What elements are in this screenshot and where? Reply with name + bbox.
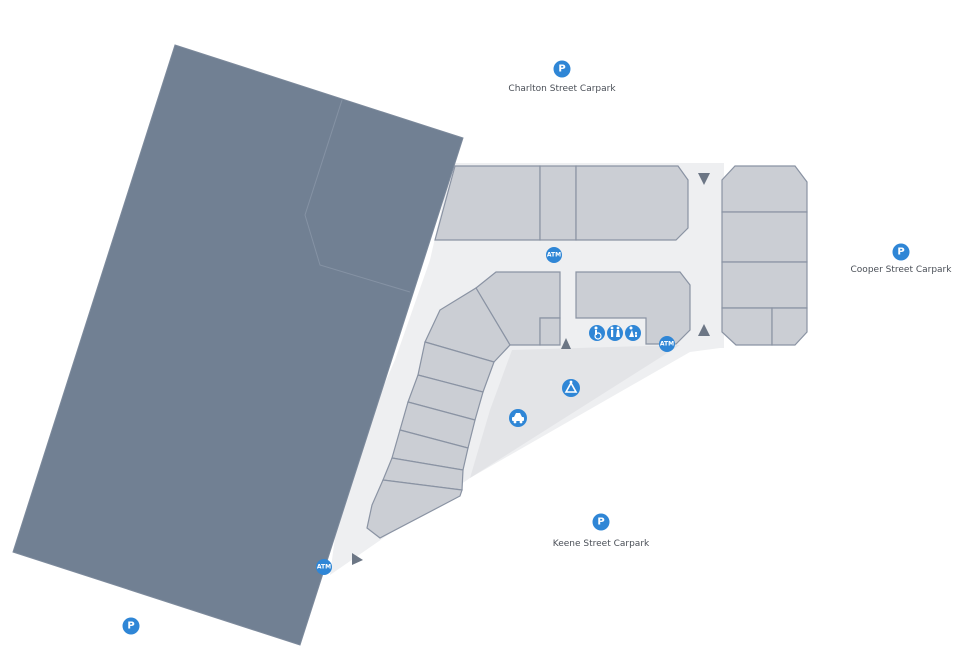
amenities-group[interactable] (589, 325, 641, 341)
atm-icon (316, 559, 332, 575)
shop-east-4[interactable] (721, 307, 773, 346)
atm-icon (659, 336, 675, 352)
playground-marker[interactable] (562, 379, 580, 397)
playground-glyph (564, 381, 578, 393)
toilets-glyph (610, 326, 620, 337)
parents-room-icon (625, 325, 641, 341)
carpark-southwest[interactable]: P (122, 617, 140, 635)
shop-central-corner[interactable] (539, 317, 561, 346)
shop-east-3[interactable] (721, 261, 808, 309)
shop-north-2[interactable] (539, 165, 577, 241)
atm-label: ATM (660, 341, 674, 348)
atm-label: ATM (317, 564, 331, 571)
carpark-cooper[interactable]: P Cooper Street Carpark (851, 243, 953, 276)
outdoor-plaza (470, 345, 680, 478)
atm-southwest[interactable]: ATM (316, 559, 332, 575)
parents-room-glyph (629, 326, 638, 337)
shop-east-2[interactable] (721, 211, 808, 263)
entrance-arrow-centre (561, 338, 571, 349)
parking-icon (892, 243, 910, 261)
carpark-label-keene: Keene Street Carpark (553, 539, 650, 549)
atm-north[interactable]: ATM (546, 247, 562, 263)
playground-glyph-head (569, 380, 573, 384)
accessible-glyph (594, 326, 602, 340)
carpark-label-cooper: Cooper Street Carpark (851, 265, 953, 275)
parking-glyph: P (558, 64, 565, 75)
carpark-keene[interactable]: P Keene Street Carpark (553, 513, 650, 550)
entrance-arrow-east (698, 324, 710, 336)
shop-central-2[interactable] (575, 271, 691, 345)
carpark-charlton[interactable]: P Charlton Street Carpark (508, 60, 616, 95)
shop-east-5[interactable] (771, 307, 808, 346)
walkway-east (688, 163, 724, 348)
parking-icon (553, 60, 571, 78)
parking-glyph: P (597, 517, 604, 528)
shop-north-3[interactable] (575, 165, 689, 241)
anchor-store[interactable] (12, 44, 464, 646)
shop-east-1[interactable] (721, 165, 808, 213)
car-glyph (512, 413, 524, 424)
atm-east[interactable]: ATM (659, 336, 675, 352)
atm-label: ATM (547, 252, 561, 259)
parking-glyph: P (127, 621, 134, 632)
shop-west-7[interactable] (366, 479, 463, 539)
parking-glyph: P (897, 247, 904, 258)
carpark-label-charlton: Charlton Street Carpark (508, 84, 616, 94)
atm-icon (546, 247, 562, 263)
entrance-arrow-north (698, 173, 710, 185)
parking-icon (592, 513, 610, 531)
anchor-store-division (304, 99, 411, 293)
entrance-arrow-southwest (352, 553, 363, 565)
car-marker[interactable] (509, 409, 527, 427)
toilets-icon (607, 325, 623, 341)
parking-icon (122, 617, 140, 635)
